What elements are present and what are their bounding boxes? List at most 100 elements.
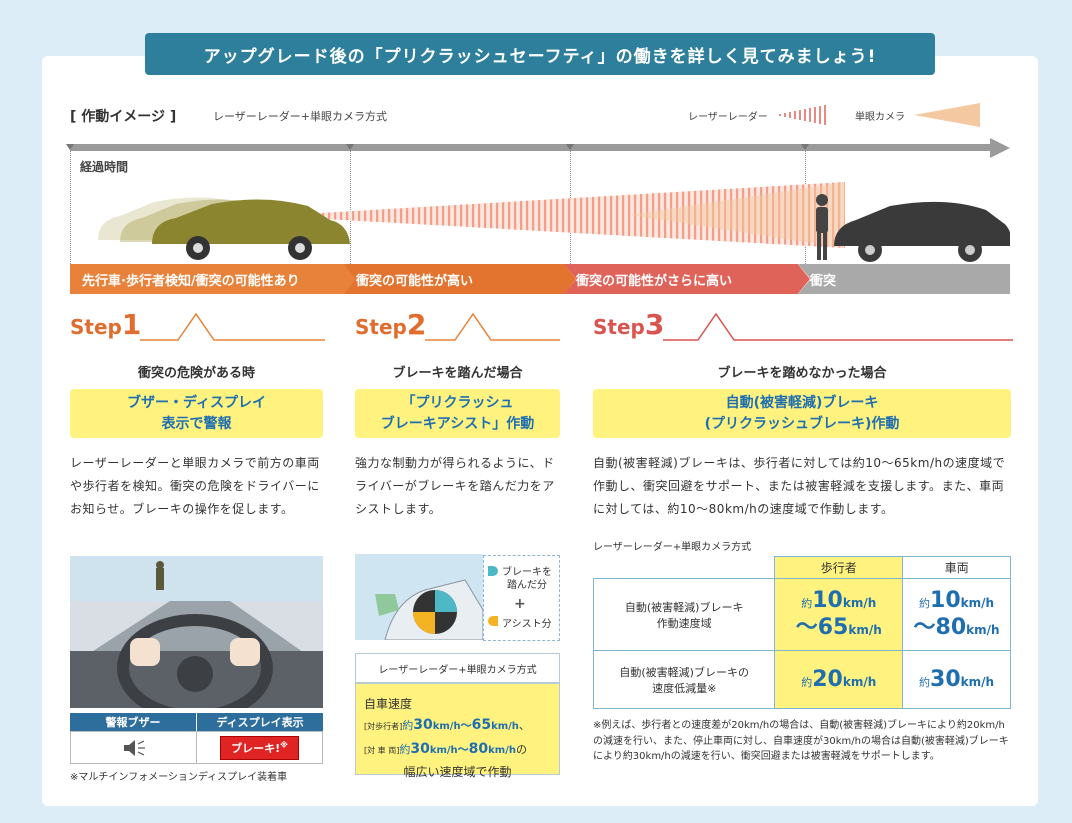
section-title: [ 作動イメージ ] <box>70 109 177 125</box>
step3-description: 自動(被害軽減)ブレーキは、歩行者に対しては約10〜65km/hの速度域で作動し… <box>593 456 1006 516</box>
value-unit: km/h <box>960 596 995 611</box>
ped-speed-row: [対歩行者]約30km/h〜65km/h、 <box>364 714 551 738</box>
phase-collision: 衝突 <box>798 264 1010 294</box>
time-axis <box>70 144 990 151</box>
legend-laser-label: レーザーレーダー <box>688 112 768 123</box>
brake-warning-badge: ブレーキ!※ <box>220 735 299 760</box>
legend-line: ブレーキを <box>502 567 552 578</box>
step2-speed-box: 自車速度 [対歩行者]約30km/h〜65km/h、 [対 車 両]約30km/… <box>355 683 560 779</box>
phase-label: 衝突 <box>810 273 837 289</box>
phase-label: 先行車·歩行者検知/衝突の可能性あり <box>82 273 300 289</box>
step-number: 1 <box>121 308 142 341</box>
veh-tag: [対 車 両] <box>364 746 400 756</box>
reduce-value: 20 <box>812 667 843 692</box>
phase-divider <box>350 151 351 264</box>
range-to: 80 <box>935 614 967 640</box>
table-corner <box>593 556 776 579</box>
speed-prefix: 約 <box>399 743 411 757</box>
col-pedestrian: 歩行者 <box>774 556 904 579</box>
legend-camera-label: 単眼カメラ <box>855 112 905 123</box>
tick-marker-icon <box>66 144 74 150</box>
camera-legend-icon <box>914 103 980 127</box>
row-speed-reduction: 自動(被害軽減)ブレーキの速度低減量※ <box>592 650 776 709</box>
speed-unit: km/h <box>429 745 458 757</box>
section-subtitle: レーザーレーダー+単眼カメラ方式 <box>213 110 387 123</box>
step-word: Step <box>593 315 645 339</box>
step2-pulse-line <box>425 312 560 341</box>
range-to: 65 <box>817 614 849 640</box>
veh-reduce-cell: 約30km/h <box>902 650 1011 709</box>
speed-tilde: 〜 <box>460 719 472 733</box>
display-cell: ブレーキ!※ <box>197 732 322 763</box>
brake-force-icon <box>488 566 498 576</box>
ped-reduce-cell: 約20km/h <box>774 650 904 709</box>
row-operating-range: 自動(被害軽減)ブレーキ作動速度域 <box>592 578 776 651</box>
veh-range-cell: 約10km/h 〜80km/h <box>902 578 1011 651</box>
value-unit: km/h <box>848 622 882 637</box>
speed-tail: の <box>515 743 527 757</box>
page-banner: アップグレード後の「プリクラッシュセーフティ」の働きを詳しく見てみましょう! <box>145 33 935 75</box>
step1-heading: Step1 <box>70 308 141 341</box>
value-prefix: 約 <box>801 597 813 611</box>
row-label-line: 自動(被害軽減)ブレーキの <box>619 665 749 679</box>
step2-condition: ブレーキを踏んだ場合 <box>392 366 523 381</box>
ped-range-cell: 約10km/h 〜65km/h <box>774 578 904 651</box>
cockpit-illustration <box>70 556 323 708</box>
step2-heading: Step2 <box>355 308 426 341</box>
speaker-icon <box>123 739 145 756</box>
step3-heading: Step3 <box>593 308 664 341</box>
step-word: Step <box>70 315 122 339</box>
range-tilde: 〜 <box>795 614 818 640</box>
warning-mark: ※ <box>280 739 288 749</box>
highlight-line: (プリクラッシュブレーキ)作動 <box>704 415 900 432</box>
speed-spec-table: 歩行者 車両 自動(被害軽減)ブレーキ作動速度域 約10km/h 〜65km/h… <box>592 556 1011 709</box>
row-label-line: 作動速度域 <box>656 616 712 630</box>
step-number: 2 <box>406 308 427 341</box>
highlight-line: 「プリクラッシュ <box>401 395 514 412</box>
step-word: Step <box>355 315 407 339</box>
highlight-line: ブレーキアシスト」作動 <box>380 415 535 432</box>
speed-unit: km/h <box>491 721 519 733</box>
step1-note: ※マルチインフォメーションディスプレイ装着車 <box>70 772 288 783</box>
assist-force-label: アシスト分 <box>502 619 552 630</box>
buzzer-cell <box>71 732 197 763</box>
veh-speed-row: [対 車 両]約30km/h〜80km/hの <box>364 738 551 762</box>
col-vehicle: 車両 <box>902 556 1011 579</box>
value-prefix: 約 <box>801 676 813 689</box>
phase-divider <box>70 151 71 264</box>
row-label-line: 速度低減量※ <box>652 681 717 695</box>
step2-description: 強力な制動力が得られるように、ドライバーがブレーキを踏んだ力をアシストします。 <box>355 456 555 516</box>
display-header: ディスプレイ表示 <box>197 713 323 731</box>
plus-icon: + <box>514 596 526 612</box>
legend-line: 踏んだ分 <box>507 580 547 591</box>
laser-legend-icon <box>779 105 826 125</box>
reduce-value: 30 <box>930 667 961 692</box>
step-number: 3 <box>644 308 665 341</box>
phase-high: 衝突の可能性が高い <box>344 264 576 294</box>
speed-tail: 、 <box>518 719 530 733</box>
phase-detect: 先行車·歩行者検知/衝突の可能性あり <box>70 264 358 294</box>
buzzer-header: 警報ブザー <box>70 713 197 731</box>
step2-system-label: レーザーレーダー+単眼カメラ方式 <box>355 653 560 683</box>
speed-prefix: 約 <box>402 719 414 733</box>
step3-note: ※例えば、歩行者との速度差が20km/hの場合は、自動(被害軽減)ブレーキにより… <box>593 720 1009 762</box>
step2-highlight: 「プリクラッシュブレーキアシスト」作動 <box>355 389 560 438</box>
range-from: 10 <box>930 588 961 614</box>
step3-pulse-line <box>663 312 1013 341</box>
alert-value-row: ブレーキ!※ <box>70 731 323 764</box>
tick-marker-icon <box>801 144 809 150</box>
ped-tag: [対歩行者] <box>364 722 403 732</box>
speed-value: 65 <box>471 717 492 734</box>
range-from: 10 <box>812 588 843 614</box>
wide-range-text: 幅広い速度域で作動 <box>403 764 512 779</box>
speed-value: 30 <box>410 741 430 758</box>
brake-force-label: ブレーキを踏んだ分 <box>502 566 552 592</box>
alert-header-row: 警報ブザー ディスプレイ表示 <box>70 713 323 731</box>
value-prefix: 約 <box>919 676 931 689</box>
value-unit: km/h <box>842 675 877 689</box>
assist-force-icon <box>488 616 498 626</box>
step3-highlight: 自動(被害軽減)ブレーキ(プリクラッシュブレーキ)作動 <box>593 389 1011 438</box>
value-unit: km/h <box>960 675 995 689</box>
step3-condition: ブレーキを踏めなかった場合 <box>717 366 887 381</box>
phase-label: 衝突の可能性がさらに高い <box>576 273 733 289</box>
